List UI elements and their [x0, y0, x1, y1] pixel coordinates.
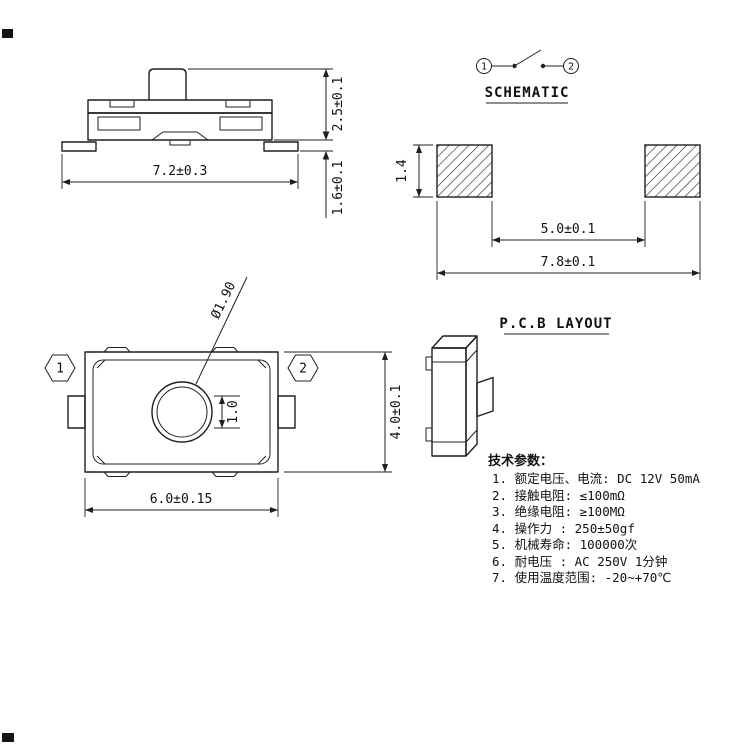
tech-specs: 技术参数： 1. 额定电压、电流: DC 12V 50mA 2. 接触电阻: ≤… — [488, 453, 746, 587]
iso-clip-top — [425, 356, 433, 371]
spec-item: 7. 使用温度范围: -20~+70℃ — [492, 570, 672, 585]
top-view-inner-outline — [92, 359, 271, 465]
spec-item: 3. 绝缘电阻: ≥100MΩ — [492, 504, 625, 519]
diameter-leader-line — [195, 276, 248, 385]
side-view-body-height-dim-label: 1.6±0.1 — [331, 161, 346, 216]
button-diameter-dim-label: Ø1.90 — [209, 280, 240, 322]
spec-item: 2. 接触电阻: ≤100mΩ — [492, 487, 625, 503]
pcb-pad-right — [644, 144, 701, 198]
pcb-pad-spacing-dim-label: 5.0±0.1 — [541, 222, 596, 237]
spec-item: 5. 机械寿命: 100000次 — [492, 537, 638, 552]
pcb-pad-width-dim-label: 1.4 — [395, 159, 410, 183]
schematic-title: SCHEMATIC — [485, 85, 570, 101]
top-view-lead-right — [277, 395, 296, 429]
iso-top-face — [431, 335, 478, 349]
terminal-2-hexagon — [287, 354, 319, 382]
pcb-layout-title: P.C.B LAYOUT — [499, 316, 612, 332]
scan-artifact-top — [2, 29, 13, 38]
pcb-overall-dim-label: 7.8±0.1 — [541, 255, 596, 270]
switch-blade — [515, 49, 542, 66]
center-boss — [169, 139, 191, 146]
top-view-terminal-2-label: 2 — [299, 362, 307, 377]
schematic-view: 1 2 SCHEMATIC — [476, 49, 579, 104]
spec-item: 4. 操作力 : 250±50gf — [492, 520, 635, 536]
contact-dot-left — [512, 63, 517, 69]
top-view: Ø1.90 1 2 1.0 4.0±0.1 6.0±0.15 — [44, 276, 404, 517]
cover-clip-right — [225, 99, 251, 108]
spec-item: 6. 耐电压 : AC 250V 1分钟 — [492, 553, 668, 569]
cover-clip-left — [109, 99, 135, 108]
terminal-2-circle — [563, 58, 579, 74]
lead-width-dim-label: 1.0 — [226, 400, 241, 423]
iso-plunger — [476, 376, 494, 418]
pcb-layout-view: 1.4 5.0±0.1 7.8±0.1 P.C.B LAYOUT — [395, 144, 701, 335]
body-width-dim-label: 6.0±0.15 — [150, 492, 213, 507]
top-view-terminal-1-label: 1 — [56, 362, 64, 377]
side-view-width-dim-label: 7.2±0.3 — [153, 164, 208, 179]
top-view-body — [84, 351, 279, 473]
lead-left — [61, 141, 97, 152]
button-outer-circle — [151, 381, 213, 443]
side-view: 7.2±0.3 2.5±0.1 1.6±0.1 — [61, 68, 346, 218]
iso-side-face — [465, 335, 478, 457]
contact-dot-right — [540, 63, 546, 69]
schematic-terminal-2-label: 2 — [568, 62, 574, 73]
iso-clip-bottom — [425, 427, 433, 442]
body-height-dim-label: 4.0±0.1 — [389, 385, 404, 440]
contact-dome — [151, 131, 209, 141]
terminal-1-hexagon — [44, 354, 76, 382]
iso-front-face — [431, 347, 467, 457]
body-detail-left — [97, 116, 141, 131]
button-inner-circle — [156, 386, 208, 438]
schematic-terminal-1-label: 1 — [481, 62, 487, 73]
spec-item: 1. 额定电压、电流: DC 12V 50mA — [492, 471, 700, 486]
arrow-up-icon — [322, 151, 330, 160]
body-detail-right — [219, 116, 263, 131]
arrow-down-icon — [322, 131, 330, 140]
lead-right — [263, 141, 299, 152]
pcb-pad-left — [436, 144, 493, 198]
top-view-lead-left — [67, 395, 86, 429]
scan-artifact-bottom — [2, 733, 14, 742]
side-view-total-height-dim-label: 2.5±0.1 — [331, 77, 346, 132]
plunger-outline — [148, 68, 187, 101]
tech-specs-title: 技术参数： — [488, 454, 554, 469]
perspective-view — [425, 335, 494, 457]
